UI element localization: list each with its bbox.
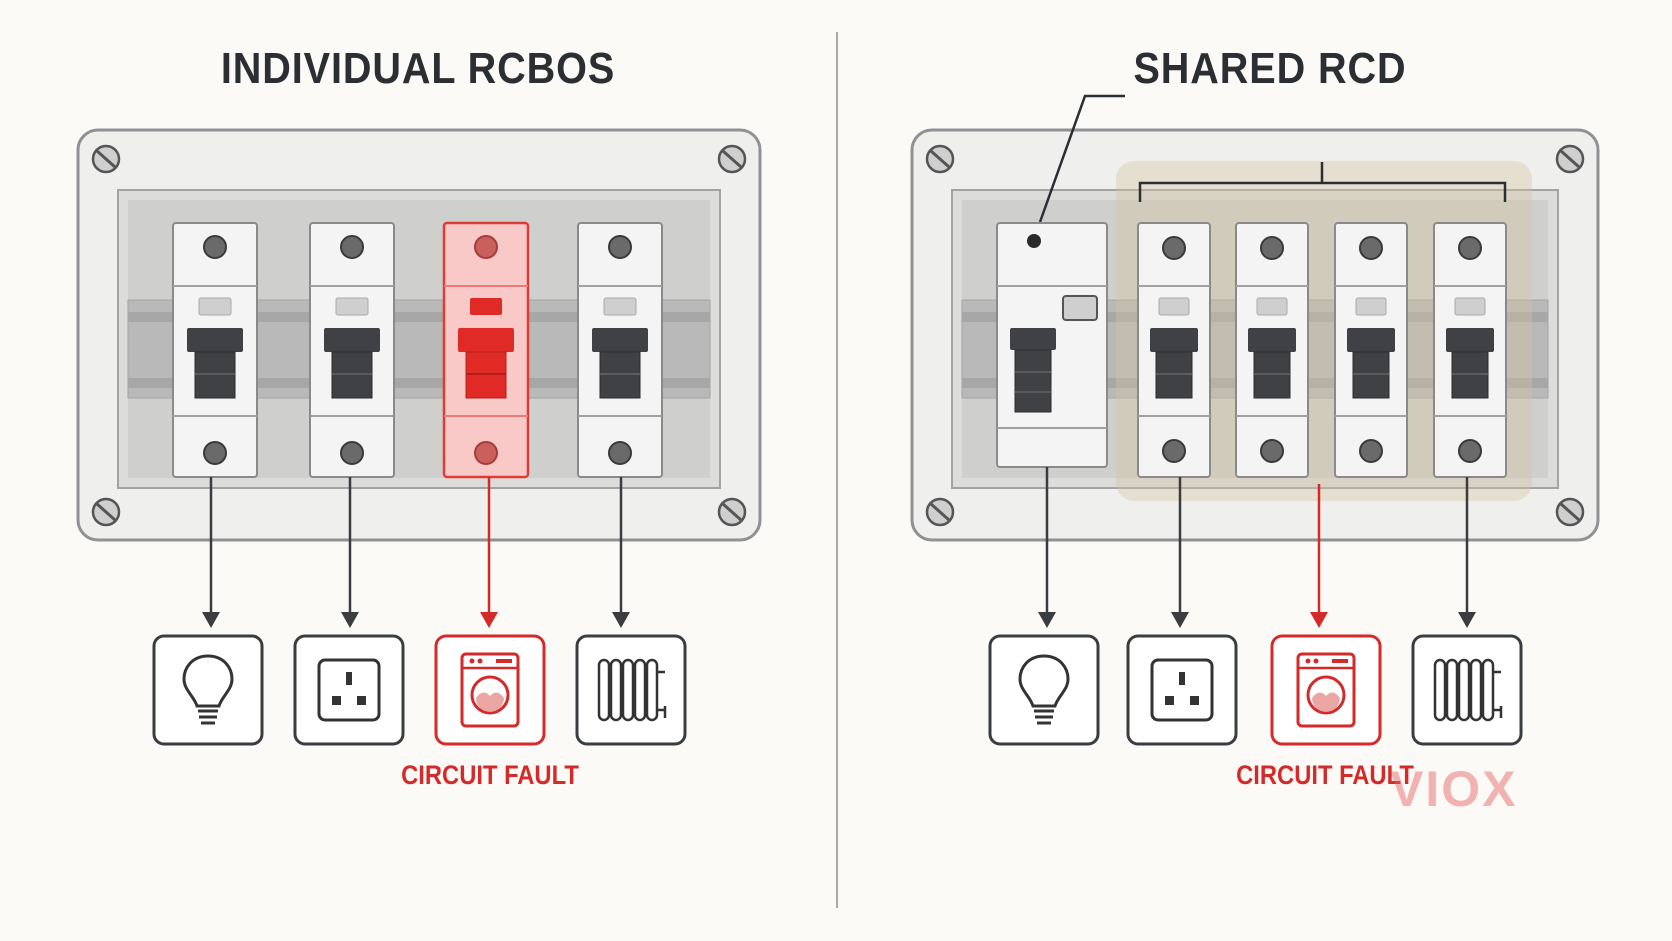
mcb-breaker-2[interactable]: [1235, 222, 1309, 478]
circuit-fault-label-right: CIRCUIT FAULT: [1236, 760, 1414, 790]
panel-screws-right: [925, 144, 1585, 527]
circuit-fault-label-left: CIRCUIT FAULT: [401, 760, 579, 790]
shared-protection-zone: [1116, 161, 1532, 501]
left-wires: [202, 477, 630, 628]
mcb-breaker-1[interactable]: [1137, 222, 1211, 478]
center-divider: [836, 32, 838, 908]
screw-icon: [925, 497, 955, 527]
rcd-group-bracket: [1138, 162, 1507, 202]
screw-icon: [1555, 144, 1585, 174]
socket-outlet-icon: [1126, 634, 1238, 746]
title-shared-rcd: SHARED RCD: [1133, 44, 1407, 93]
rcbo-breaker-2[interactable]: [309, 222, 395, 478]
title-individual-rcbos: INDIVIDUAL RCBOS: [220, 44, 616, 93]
washing-machine-icon: [1270, 634, 1382, 746]
washing-machine-icon: [434, 634, 546, 746]
light-bulb-icon: [152, 634, 264, 746]
panel-screws-left: [91, 144, 747, 527]
screw-icon: [91, 497, 121, 527]
socket-outlet-icon: [293, 634, 405, 746]
screw-icon: [91, 144, 121, 174]
mcb-breaker-3[interactable]: [1334, 222, 1408, 478]
screw-icon: [925, 144, 955, 174]
light-bulb-icon: [988, 634, 1100, 746]
screw-icon: [717, 144, 747, 174]
radiator-icon: [575, 634, 687, 746]
screw-icon: [717, 497, 747, 527]
mcb-breaker-4[interactable]: [1433, 222, 1507, 478]
rcbo-breaker-4[interactable]: [577, 222, 663, 478]
shared-rcd-device[interactable]: [996, 222, 1108, 468]
rcd-leader-line: [1038, 94, 1125, 223]
radiator-icon: [1411, 634, 1523, 746]
rcbo-breaker-1[interactable]: [172, 222, 258, 478]
right-wires: [1038, 467, 1476, 628]
rcbo-breaker-3-tripped[interactable]: [442, 221, 530, 479]
screw-icon: [1555, 497, 1585, 527]
viox-logo: VIOX: [1390, 761, 1518, 817]
